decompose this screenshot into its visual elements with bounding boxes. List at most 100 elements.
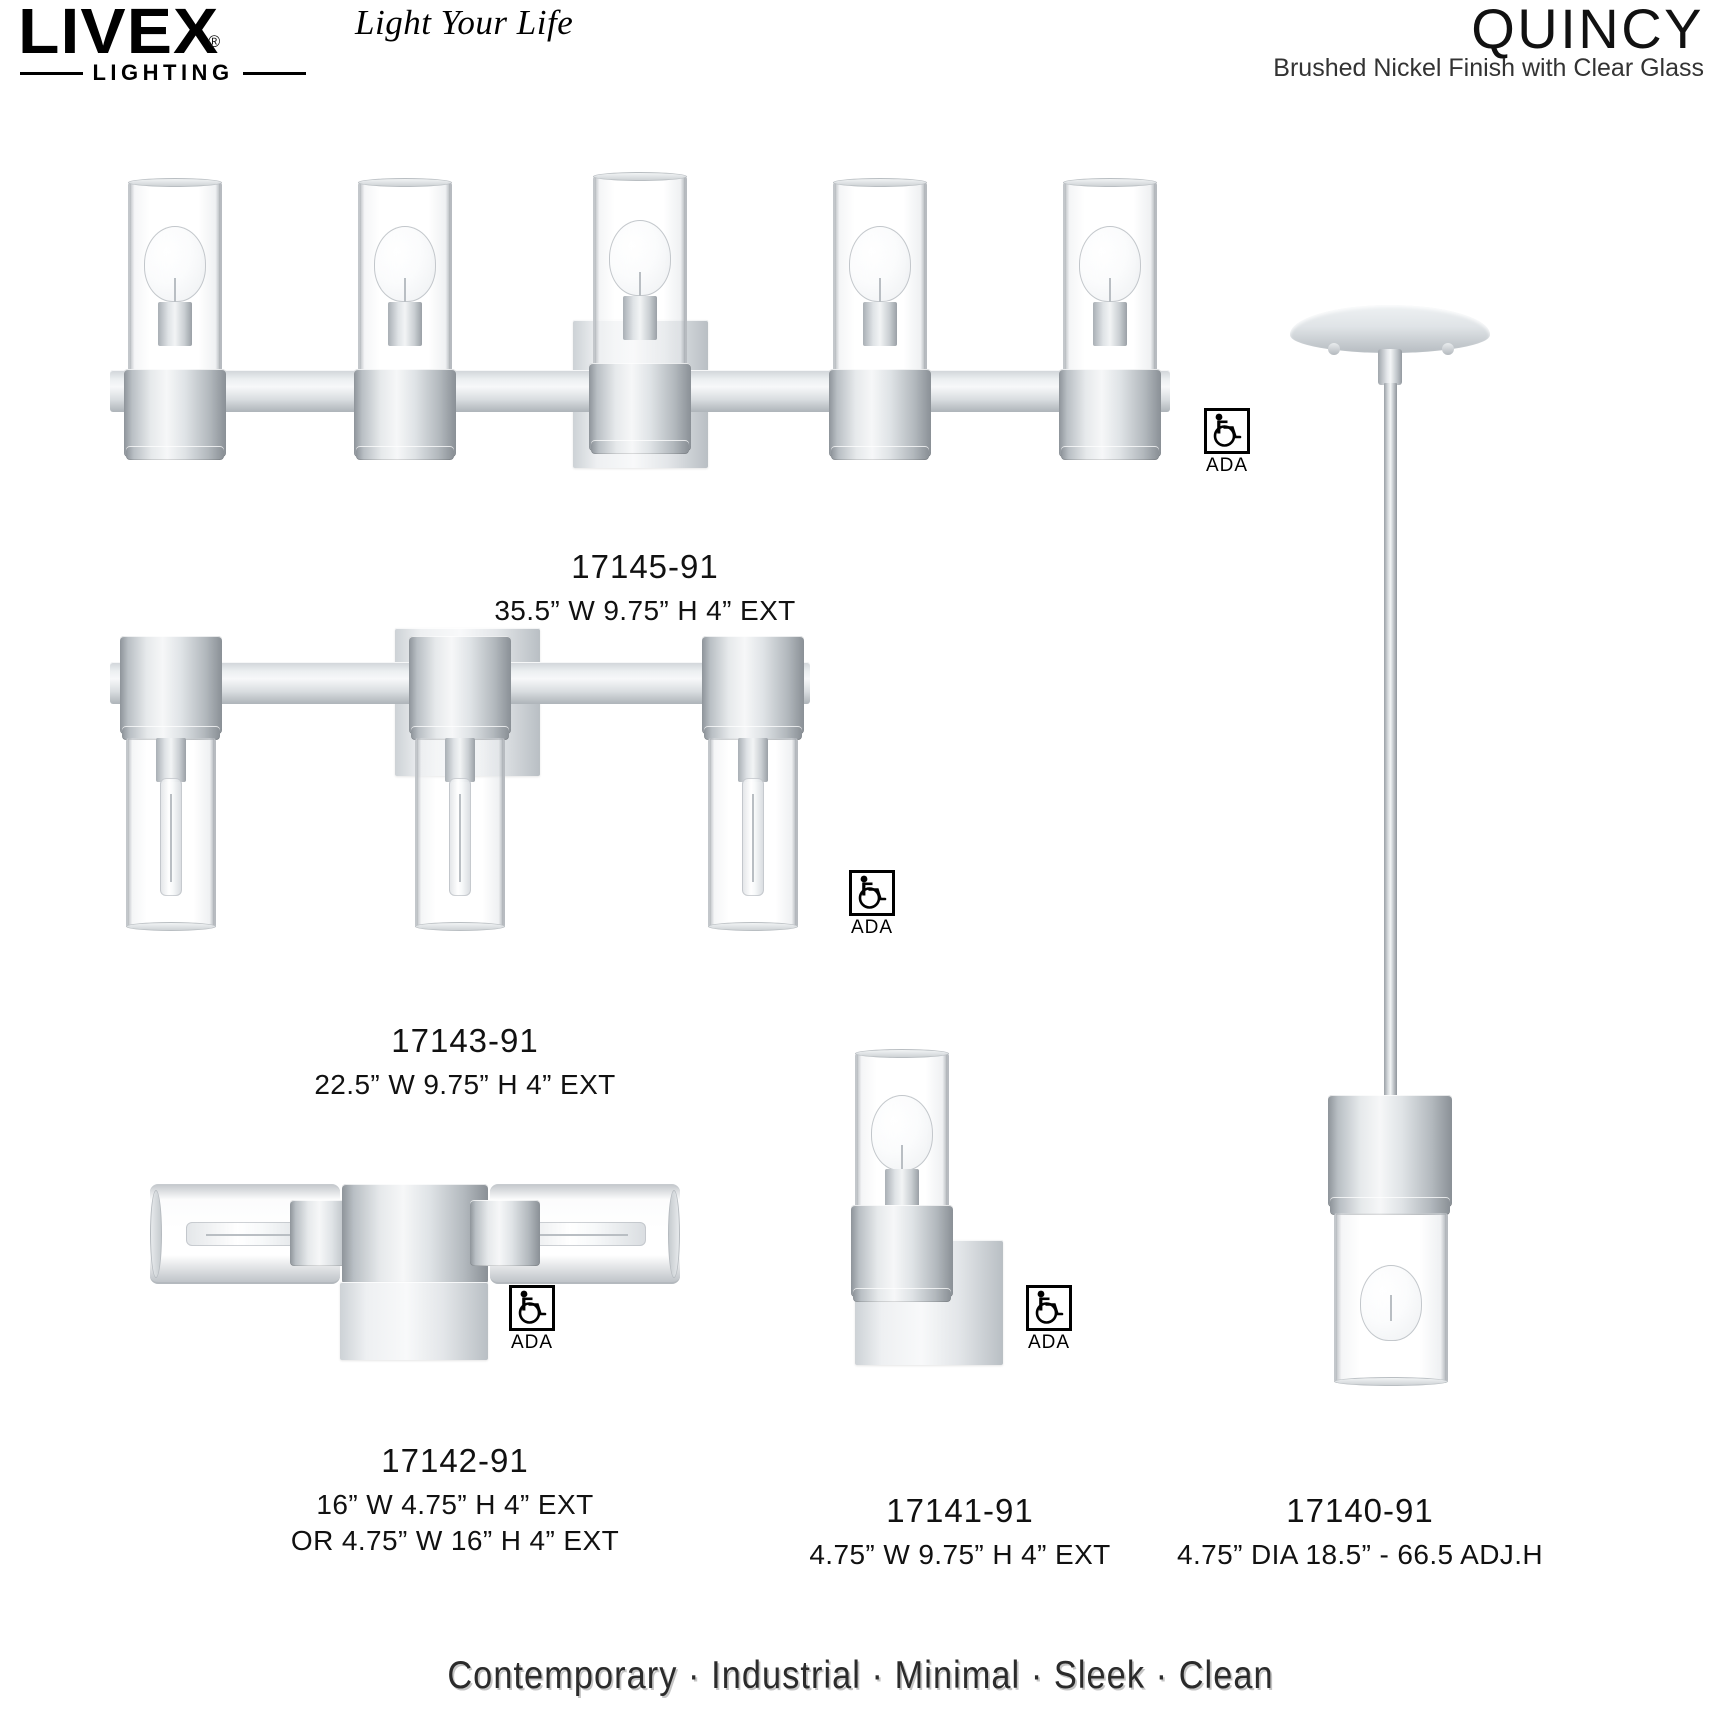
light-head bbox=[585, 168, 695, 458]
socket-collar-base bbox=[356, 446, 454, 460]
center-body bbox=[290, 1178, 540, 1290]
divider-right bbox=[242, 71, 307, 75]
product-image-17143-91 bbox=[100, 620, 840, 940]
glass-rim bbox=[126, 922, 216, 931]
bulb-socket bbox=[885, 1169, 919, 1209]
bulb-filament bbox=[459, 794, 461, 882]
bulb-filament bbox=[639, 272, 641, 298]
product-dimensions-line1: 16” W 4.75” H 4” EXT bbox=[316, 1489, 594, 1520]
product-image-17145-91 bbox=[100, 160, 1190, 470]
ada-badge-17142-91: ADA bbox=[505, 1285, 559, 1354]
product-image-17141-91 bbox=[835, 1035, 1015, 1365]
glass-rim bbox=[358, 178, 452, 187]
socket-collar-base bbox=[704, 726, 802, 740]
page-footer: Contemporary · Industrial · Minimal · Sl… bbox=[0, 1654, 1720, 1698]
light-head bbox=[405, 634, 515, 934]
bulb-socket bbox=[158, 302, 192, 346]
light-head bbox=[1055, 174, 1165, 464]
product-sku: 17140-91 bbox=[1286, 1492, 1434, 1529]
bulb-filament bbox=[901, 1145, 903, 1169]
bulb-filament bbox=[206, 1234, 298, 1236]
bulb-filament bbox=[170, 794, 172, 882]
socket-collar-base bbox=[591, 440, 689, 454]
ada-label: ADA bbox=[510, 1332, 554, 1353]
bulb-filament bbox=[1390, 1295, 1392, 1321]
socket-collar-base bbox=[1061, 446, 1159, 460]
socket-collar bbox=[124, 369, 226, 457]
bulb-filament bbox=[1109, 278, 1111, 304]
ada-label: ADA bbox=[1205, 455, 1249, 476]
wheelchair-icon bbox=[1204, 408, 1250, 454]
glass-rim bbox=[855, 1049, 949, 1058]
backplate bbox=[340, 1282, 488, 1360]
light-head bbox=[120, 174, 230, 464]
product-dimensions: 4.75” DIA 18.5” - 66.5 ADJ.H bbox=[1176, 1539, 1544, 1570]
bulb-socket bbox=[863, 302, 897, 346]
product-label-17141-91: 17141-91 4.75” W 9.75” H 4” EXT bbox=[710, 1492, 1210, 1573]
product-sku: 17145-91 bbox=[571, 548, 719, 585]
bulb-filament bbox=[404, 278, 406, 304]
ada-badge-17143-91: ADA bbox=[845, 870, 899, 939]
socket-collar bbox=[589, 363, 691, 451]
product-sku: 17142-91 bbox=[381, 1442, 529, 1479]
bulb-socket bbox=[1093, 302, 1127, 346]
series-finish-description: Brushed Nickel Finish with Clear Glass bbox=[1273, 54, 1704, 82]
glass-rim bbox=[833, 178, 927, 187]
bulb-filament bbox=[752, 794, 754, 882]
socket-collar bbox=[120, 636, 222, 734]
light-head bbox=[350, 174, 460, 464]
canopy-screw-right bbox=[1442, 343, 1454, 355]
product-dimensions: 22.5” W 9.75” H 4” EXT bbox=[314, 1069, 616, 1100]
glass-rim bbox=[150, 1190, 162, 1278]
glass-rim bbox=[593, 172, 687, 181]
registered-trademark-icon: ® bbox=[208, 31, 221, 51]
wheelchair-icon bbox=[849, 870, 895, 916]
page-header: LIVEX® LIGHTING Light Your Life QUINCY B… bbox=[0, 0, 1720, 110]
brand-tagline: Light Your Life bbox=[355, 3, 574, 42]
product-label-17145-91: 17145-91 35.5” W 9.75” H 4” EXT bbox=[395, 548, 895, 629]
divider-left bbox=[20, 71, 84, 75]
product-label-17143-91: 17143-91 22.5” W 9.75” H 4” EXT bbox=[215, 1022, 715, 1103]
bulb-filament bbox=[879, 278, 881, 304]
product-sku: 17141-91 bbox=[886, 1492, 1034, 1529]
footer-keywords: Contemporary · Industrial · Minimal · Sl… bbox=[446, 1654, 1274, 1697]
product-dimensions: 4.75” W 9.75” H 4” EXT bbox=[809, 1539, 1111, 1570]
socket-collar bbox=[409, 636, 511, 734]
stem-coupler bbox=[1378, 349, 1402, 385]
glass-rim bbox=[128, 178, 222, 187]
socket-collar bbox=[851, 1205, 953, 1297]
socket-collar-base bbox=[126, 446, 224, 460]
product-dimensions: 35.5” W 9.75” H 4” EXT bbox=[494, 595, 796, 626]
glass-rim bbox=[1334, 1377, 1448, 1386]
socket-collar bbox=[1059, 369, 1161, 457]
bulb-socket bbox=[738, 738, 768, 782]
product-label-17142-91: 17142-91 16” W 4.75” H 4” EXT OR 4.75” W… bbox=[205, 1442, 705, 1559]
socket-collar-center bbox=[342, 1184, 488, 1284]
ada-badge-17145-91: ADA bbox=[1200, 408, 1254, 477]
light-head bbox=[825, 174, 935, 464]
bulb-socket bbox=[156, 738, 186, 782]
product-sku: 17143-91 bbox=[391, 1022, 539, 1059]
canopy-screw-left bbox=[1328, 343, 1340, 355]
bulb-filament bbox=[174, 278, 176, 304]
bulb-filament bbox=[536, 1234, 628, 1236]
glass-rim bbox=[708, 922, 798, 931]
light-head bbox=[116, 634, 226, 934]
glass-rim bbox=[1063, 178, 1157, 187]
socket-collar-base bbox=[853, 1288, 951, 1302]
socket-collar bbox=[1328, 1095, 1452, 1207]
light-head bbox=[698, 634, 808, 934]
product-image-17140-91 bbox=[1280, 285, 1500, 1395]
socket-collar bbox=[829, 369, 931, 457]
socket-collar-base bbox=[122, 726, 220, 740]
socket-collar bbox=[702, 636, 804, 734]
product-image-17142-91 bbox=[140, 1160, 700, 1360]
socket-collar-base bbox=[1330, 1197, 1450, 1215]
series-title: QUINCY bbox=[1471, 0, 1704, 60]
product-label-17140-91: 17140-91 4.75” DIA 18.5” - 66.5 ADJ.H bbox=[1110, 1492, 1610, 1573]
ada-badge-17141-91: ADA bbox=[1022, 1285, 1076, 1354]
ada-label: ADA bbox=[850, 917, 894, 938]
socket-collar-base bbox=[831, 446, 929, 460]
bulb-socket bbox=[445, 738, 475, 782]
brand-logo: LIVEX® LIGHTING bbox=[18, 0, 318, 85]
